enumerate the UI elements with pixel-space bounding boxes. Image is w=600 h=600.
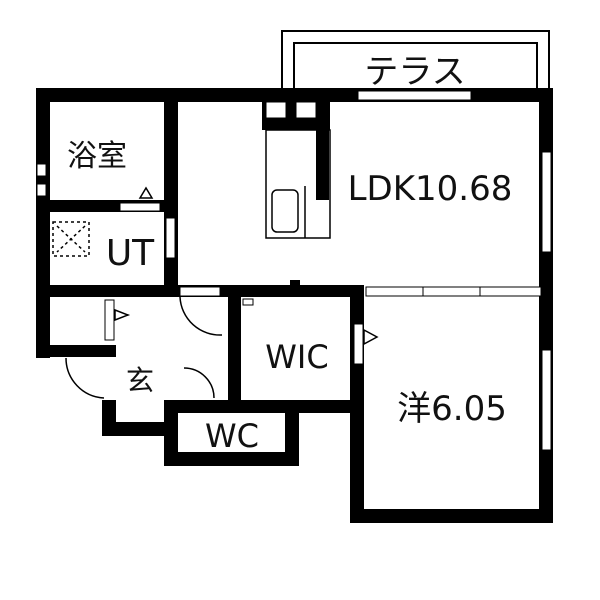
room-western-label: 洋6.05: [397, 389, 507, 429]
room-wic-label: WIC: [265, 338, 328, 376]
room-entrance-label: 玄: [126, 364, 154, 397]
washer-pan-icon: [52, 221, 90, 257]
room-bath-label: 浴室: [67, 139, 127, 174]
windows: [36, 90, 552, 451]
terrace-label: テラス: [364, 52, 465, 92]
room-utility-label: UT: [106, 233, 155, 274]
terrace: テラス: [281, 30, 550, 97]
doors: [65, 186, 379, 399]
room-wc-label: WC: [205, 417, 259, 455]
kitchen-counter: [265, 129, 331, 239]
room-ldk-label: LDK10.68: [348, 169, 513, 209]
